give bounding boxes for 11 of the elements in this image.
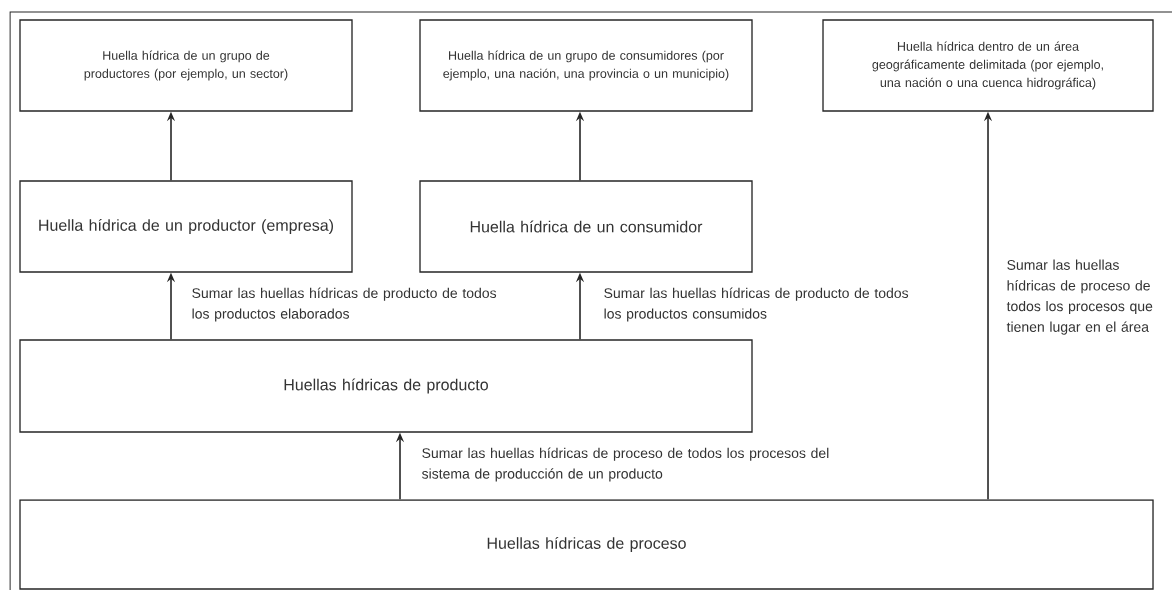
edge-label: Sumar las huellas hídricas de producto de todos los productos elaborados: [192, 287, 497, 322]
process-box: Huella hídrica dentro de un área geográficamente delimitada (por ejemplo, una nación o una cuenca hidrográfica): [822, 19, 1154, 112]
process-box: Huella hídrica de un productor (empresa): [19, 180, 353, 273]
edge-label: Sumar las huellas hídricas de proceso de todos los procesos del sistema de producción de un producto: [422, 447, 829, 482]
edge-label: Sumar las huellas hídricas de producto de todos los productos consumidos: [604, 287, 909, 322]
process-box: Huella hídrica de un consumidor: [419, 180, 753, 273]
process-box: Huellas hídricas de producto: [19, 339, 753, 433]
process-box: Huella hídrica de un grupo de consumidores (por ejemplo, una nación, una provincia o un municipio): [419, 19, 753, 112]
edge-label: Sumar las huellas hídricas de proceso de todos los procesos que tienen lugar en el área: [1006, 259, 1153, 335]
process-box: Huellas hídricas de proceso: [19, 499, 1154, 590]
process-box: Huella hídrica de un grupo de productores (por ejemplo, un sector): [19, 19, 353, 112]
